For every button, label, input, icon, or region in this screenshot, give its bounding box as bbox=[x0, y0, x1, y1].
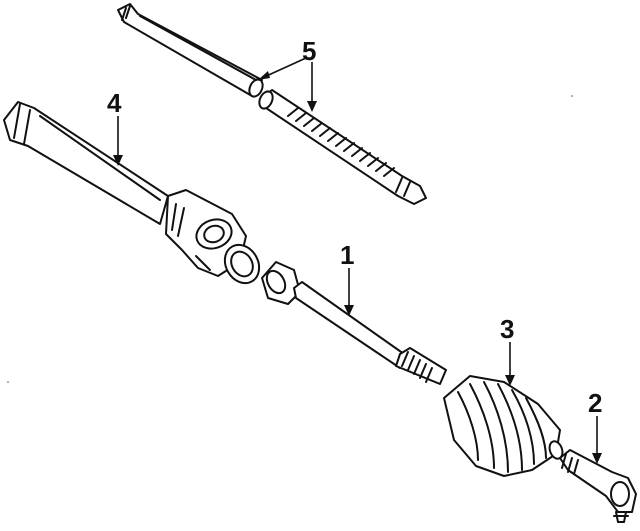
scan-speck bbox=[7, 381, 9, 383]
callout-label-2: 2 bbox=[588, 388, 602, 418]
part-1-inner-tie-rod bbox=[261, 261, 447, 385]
callout-label-3: 3 bbox=[500, 314, 514, 344]
rack-bar-toothed-piece bbox=[258, 89, 427, 205]
part-3-rack-boot bbox=[443, 375, 564, 477]
callout-4: 4 bbox=[107, 88, 123, 166]
gear-housing-body bbox=[165, 189, 261, 285]
callout-5: 5 bbox=[258, 36, 317, 112]
rack-bar-upper-piece bbox=[117, 3, 264, 98]
scan-speck bbox=[571, 95, 573, 97]
callout-label-4: 4 bbox=[107, 88, 122, 118]
callout-label-1: 1 bbox=[340, 240, 354, 270]
housing-tube bbox=[3, 101, 169, 225]
part-4-rack-housing bbox=[3, 101, 261, 285]
callout-3: 3 bbox=[500, 314, 515, 386]
part-2-tie-rod-end bbox=[559, 449, 637, 523]
part-5-rack-bar bbox=[117, 3, 427, 205]
callout-1: 1 bbox=[340, 240, 354, 316]
callout-2: 2 bbox=[588, 388, 602, 464]
callout-label-5: 5 bbox=[302, 36, 316, 66]
